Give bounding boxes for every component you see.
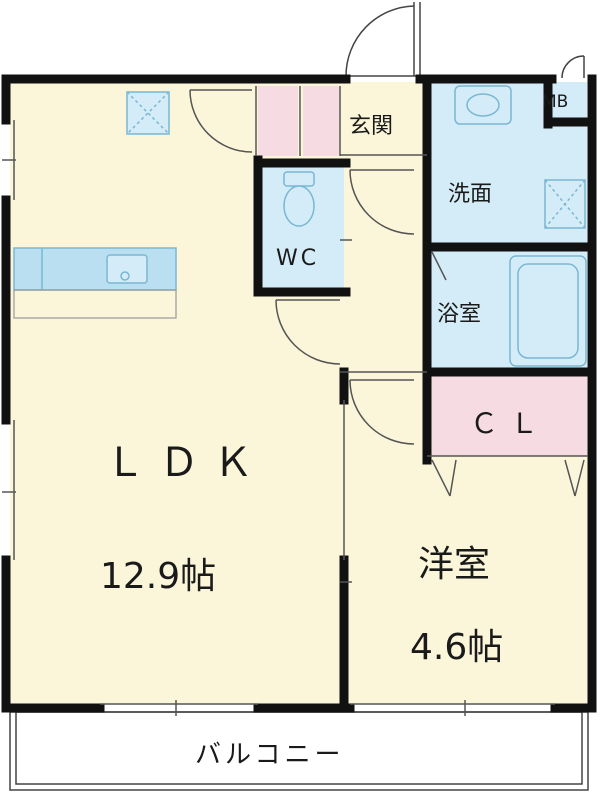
corridor-floor: [345, 150, 427, 372]
window-marks: [2, 159, 466, 716]
washroom-label: 洗面: [448, 182, 493, 207]
ldk-label: ＬＤＫ: [105, 440, 267, 486]
entrance-label: 玄関: [349, 114, 394, 139]
entry-door: [345, 2, 421, 77]
closet-floor: [427, 376, 587, 456]
vent-icons: [126, 91, 586, 229]
shoe-closet-left: [258, 86, 298, 156]
washbasin-icon: [454, 85, 512, 125]
toilet-label: WC: [276, 246, 320, 271]
bathtub-icon: [509, 255, 587, 367]
toilet-icon: [283, 171, 315, 227]
entrance-floor: [340, 82, 428, 154]
western-room-label: 洋室: [418, 544, 491, 585]
shoe-closet-right: [303, 86, 339, 156]
interior-lines: [13, 86, 588, 705]
interior-doors: [189, 89, 585, 497]
meter-box-label: MB: [542, 92, 569, 112]
walls: [1, 74, 597, 713]
meter-box-door: [561, 55, 585, 79]
closet-label: ＣＬ: [470, 407, 551, 440]
kitchen-counter: [13, 247, 177, 319]
balcony-label: バルコニー: [195, 740, 345, 770]
ldk-size-label: 12.9帖: [100, 556, 217, 597]
kitchen-sink-icon: [106, 254, 148, 284]
bathroom-label: 浴室: [437, 302, 482, 327]
western-room-size-label: 4.6帖: [410, 627, 504, 668]
